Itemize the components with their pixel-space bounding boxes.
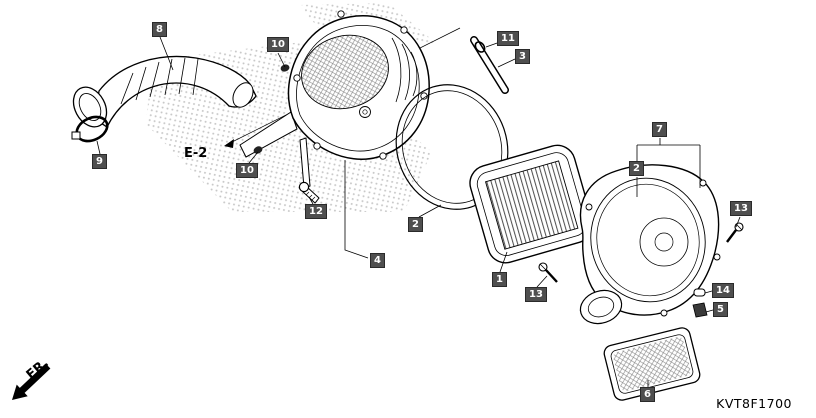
callout-11: 11 — [497, 31, 519, 46]
cover-bolt — [298, 181, 320, 204]
callout-13: 13 — [525, 287, 547, 302]
fr-arrow-icon — [12, 363, 51, 400]
filter-element — [469, 144, 594, 264]
callout-4: 4 — [370, 253, 385, 268]
callout-5: 5 — [713, 302, 728, 317]
cover-mesh — [301, 34, 389, 110]
callout-14: 14 — [712, 283, 734, 298]
callout-8: 8 — [152, 22, 167, 37]
callout-7: 7 — [652, 122, 667, 137]
cover-grommet-top — [280, 64, 290, 72]
callout-9: 9 — [92, 154, 107, 169]
cover-gasket — [395, 84, 509, 210]
leader-lines — [96, 36, 741, 387]
callout-10: 10 — [236, 163, 258, 178]
cover-grommet-side — [253, 146, 263, 154]
e2-label: E-2 — [184, 146, 207, 161]
callout-1: 1 — [492, 272, 507, 287]
inlet-box — [603, 327, 701, 401]
callout-12: 12 — [305, 204, 327, 219]
inlet-box-mesh — [613, 336, 691, 392]
rubber-part — [692, 302, 708, 318]
filter-pleats — [484, 160, 579, 250]
callout-6: 6 — [640, 387, 655, 402]
air-cleaner-case — [579, 164, 721, 317]
air-cleaner-cover — [287, 10, 430, 160]
callout-10: 10 — [267, 37, 289, 52]
callout-2: 2 — [408, 217, 423, 232]
screw-left — [538, 262, 558, 283]
tube-clip — [474, 41, 486, 53]
callout-13: 13 — [730, 201, 752, 216]
case-collar — [579, 289, 623, 325]
callout-2: 2 — [629, 161, 644, 176]
clip-part — [693, 288, 706, 297]
cover-bracket — [239, 111, 311, 189]
drain-tube — [470, 36, 509, 94]
callout-3: 3 — [515, 49, 530, 64]
diagram-code: KVT8F1700 — [716, 396, 792, 411]
duct-clamp — [71, 115, 109, 143]
